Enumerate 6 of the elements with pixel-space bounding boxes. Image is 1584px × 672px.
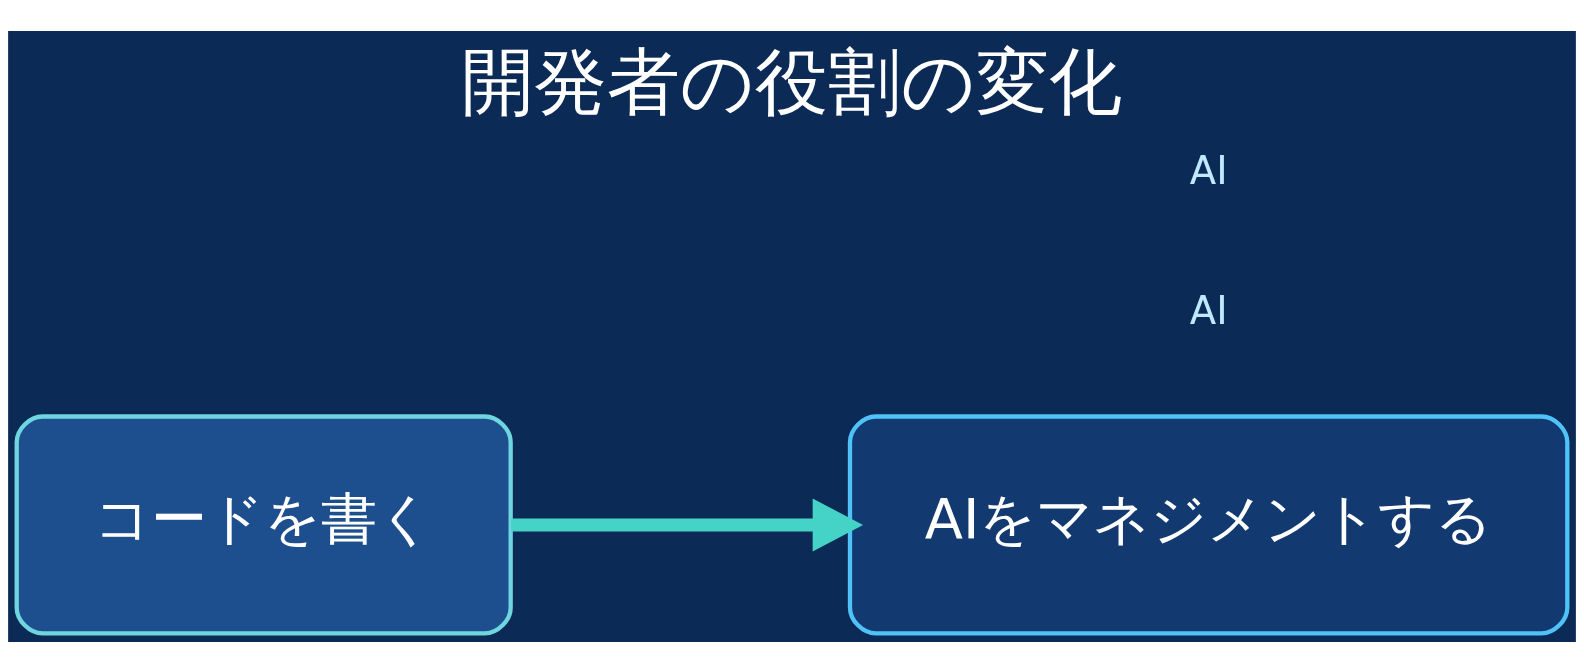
label: AI xyxy=(1189,147,1228,193)
label: AI xyxy=(1189,287,1228,333)
diagram-title: 開発者の役割の変化 xyxy=(461,38,1123,124)
node-box: コードを書く xyxy=(14,413,513,636)
arrow xyxy=(511,498,864,551)
node-box: AIをマネジメントする xyxy=(847,413,1570,636)
